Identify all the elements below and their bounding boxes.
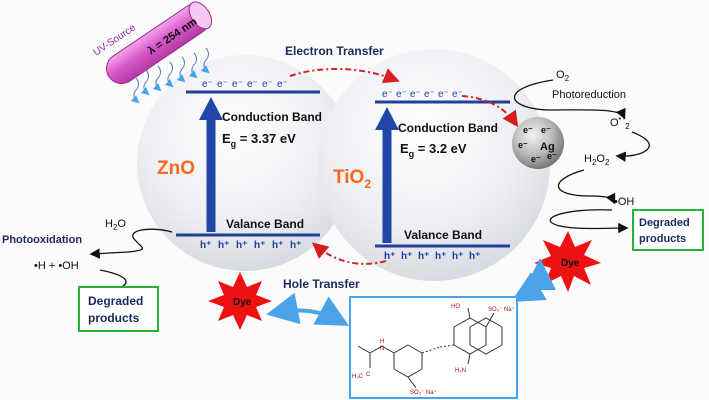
degraded-products-left-line2: products <box>88 311 140 325</box>
dye-burst-left <box>208 272 272 330</box>
zno-hole: h⁺ <box>218 240 229 251</box>
tio2-hole: h⁺ <box>435 251 446 262</box>
photoreduction-label: Photoreduction <box>552 89 626 101</box>
hole-transfer-label: Hole Transfer <box>283 277 360 291</box>
tio2-sphere <box>318 49 550 281</box>
molecule-label-h3c: H₃C <box>352 374 364 380</box>
molecule-label-c: C <box>366 372 371 378</box>
tio2-hole: h⁺ <box>469 251 480 262</box>
tio2-conduction-band-label: Conduction Band <box>398 121 498 135</box>
tio2-electron: e⁻ <box>382 89 393 100</box>
zno-hole: h⁺ <box>200 240 211 251</box>
hole-transfer-arrow <box>311 242 387 265</box>
photoreduction-arrow <box>514 79 626 120</box>
dye-to-molecule-arrow-left <box>266 292 350 326</box>
photooxidation-arrow <box>89 228 173 259</box>
ag-electron: e⁻ <box>518 140 528 150</box>
tio2-bandgap: Eg = 3.2 eV <box>400 141 467 159</box>
zno-electron: e⁻ <box>217 79 228 90</box>
electron-transfer-arrow <box>289 67 400 84</box>
electron-to-ag-arrow <box>461 95 519 128</box>
zno-hole: h⁺ <box>272 240 283 251</box>
molecule-label-h2n: H₂N <box>455 368 466 374</box>
ag-electron: e⁻ <box>523 125 533 135</box>
zno-conduction-band-label: Conduction Band <box>222 110 322 124</box>
zno-valence-band-label: Valance Band <box>226 217 304 231</box>
dye-molecule-box <box>349 296 518 399</box>
tio2-hole: h⁺ <box>401 251 412 262</box>
zno-electron: e⁻ <box>202 79 213 90</box>
ag-electron: e⁻ <box>541 125 551 135</box>
molecule-label-so3na-top: SO₃⁻ Na⁺ <box>488 306 515 313</box>
tio2-label: TiO2 <box>333 167 371 191</box>
tio2-hole: h⁺ <box>384 251 395 262</box>
zno-electron: e⁻ <box>277 79 288 90</box>
h-oh-label: •H + •OH <box>34 260 79 272</box>
zno-bandgap: Eg = 3.37 eV <box>222 131 296 149</box>
zno-electron: e⁻ <box>247 79 258 90</box>
molecule-label-ho: HO <box>451 304 460 310</box>
dye-molecule-structure <box>357 307 503 389</box>
uv-rays <box>130 47 210 104</box>
ag-electron: e⁻ <box>531 154 541 164</box>
zno-hole: h⁺ <box>290 240 301 251</box>
zno-label: ZnO <box>157 158 195 179</box>
tio2-valence-band-label: Valance Band <box>404 228 482 242</box>
zno-hole: h⁺ <box>236 240 247 251</box>
superoxide-label: O• -2 <box>610 116 630 131</box>
tio2-electron: e⁻ <box>396 89 407 100</box>
h2o2-to-oh-arrow <box>557 169 616 205</box>
dye-label-left: Dye <box>233 297 252 308</box>
uv-tube-end <box>188 1 213 30</box>
degraded-products-left-line1: Degraded <box>88 294 143 308</box>
zno-sphere <box>137 55 353 271</box>
molecule-label-hn: H <box>380 339 384 345</box>
tio2-electron: e⁻ <box>452 89 463 100</box>
o2-label: O2 <box>556 69 570 83</box>
zno-electron: e⁻ <box>262 79 273 90</box>
tio2-electron: e⁻ <box>424 89 435 100</box>
dye-label-right: Dye <box>561 258 580 269</box>
h2o-label: H2O <box>105 218 126 232</box>
tio2-hole: h⁺ <box>418 251 429 262</box>
tio2-hole: h⁺ <box>452 251 463 262</box>
degraded-products-box-right <box>632 209 704 251</box>
zno-electron: e⁻ <box>232 79 243 90</box>
molecule-label-n: N <box>380 346 384 352</box>
electron-transfer-label: Electron Transfer <box>285 44 384 58</box>
zno-hole: h⁺ <box>254 240 265 251</box>
tio2-electron: e⁻ <box>438 89 449 100</box>
tio2-electron: e⁻ <box>410 89 421 100</box>
molecule-label-so3na-bottom: SO₃⁻ Na⁺ <box>410 389 437 396</box>
h2o2-label: H2O2 <box>584 153 610 167</box>
oh-to-products-arrow <box>549 209 629 234</box>
ag-label: Ag <box>540 141 555 153</box>
degraded-products-right-line2: products <box>639 233 686 245</box>
degraded-products-right-line1: Degraded <box>639 217 690 229</box>
superoxide-to-h2o2-arrow <box>615 131 650 162</box>
degraded-products-box-left <box>78 286 159 332</box>
ag-nanoparticle <box>512 117 564 169</box>
photooxidation-label: Photooxidation <box>2 234 82 246</box>
ag-electron: e⁻ <box>547 151 557 161</box>
oh-radical-label: •OH <box>614 196 634 208</box>
tio2-excitation-arrowhead <box>375 107 399 130</box>
zno-excitation-arrowhead <box>199 97 223 120</box>
dye-to-molecule-arrow-right <box>511 258 556 302</box>
